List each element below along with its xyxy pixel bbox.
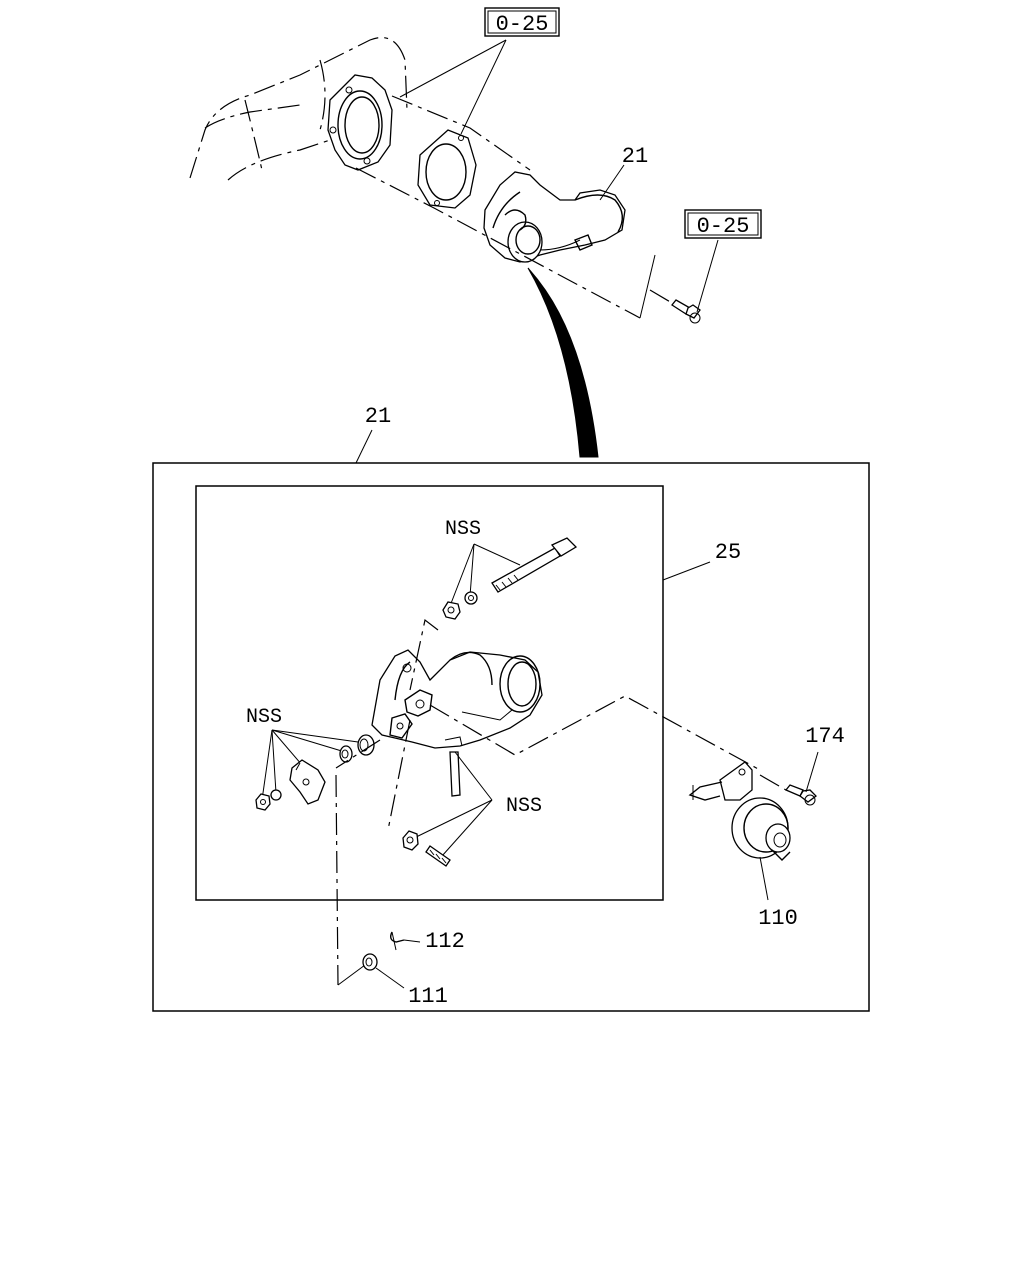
part-25-label: 25 (715, 540, 741, 565)
washer-left-2 (339, 745, 353, 763)
nss-top-label: NSS (445, 518, 481, 541)
nss-left-label: NSS (246, 706, 282, 729)
pipe-body-detail (371, 649, 543, 749)
part-174-label: 174 (805, 724, 845, 749)
small-stud (449, 751, 461, 797)
magnify-arrow (527, 267, 599, 458)
washer-left-1 (357, 734, 375, 756)
part-112-label: 112 (425, 929, 465, 954)
part-21-top-label: 21 (622, 144, 648, 169)
manifold-flange (327, 74, 393, 171)
detail-frame-outer (152, 462, 870, 1012)
actuator (688, 761, 791, 861)
pipe-assembly (483, 171, 626, 263)
ref-box-top: 0-25 (484, 7, 560, 37)
ref-box-bolt: 0-25 (684, 209, 762, 239)
ref-label-top: 0-25 (496, 12, 549, 37)
top-assembly (189, 36, 719, 458)
ref-label-bolt: 0-25 (697, 214, 750, 239)
stud-bottom (425, 845, 451, 867)
part-21-box-label: 21 (365, 404, 391, 429)
part-111-label: 111 (408, 984, 448, 1009)
bracket-left (289, 759, 326, 805)
long-stud-bolt (491, 537, 578, 593)
engine-outline (189, 36, 408, 181)
detail-frame-inner (195, 485, 664, 901)
top-bolt (671, 299, 701, 324)
nut-left (255, 793, 271, 811)
nss-right-label: NSS (506, 795, 542, 818)
nut-top-2 (442, 601, 461, 620)
clip-112 (389, 931, 405, 951)
part-110-label: 110 (758, 906, 798, 931)
washer-111 (362, 953, 378, 971)
nut-top-1 (464, 591, 478, 605)
nut-bottom (402, 830, 419, 851)
lockwasher-left (270, 789, 282, 801)
gasket (417, 129, 477, 209)
bolt-174 (784, 784, 817, 806)
